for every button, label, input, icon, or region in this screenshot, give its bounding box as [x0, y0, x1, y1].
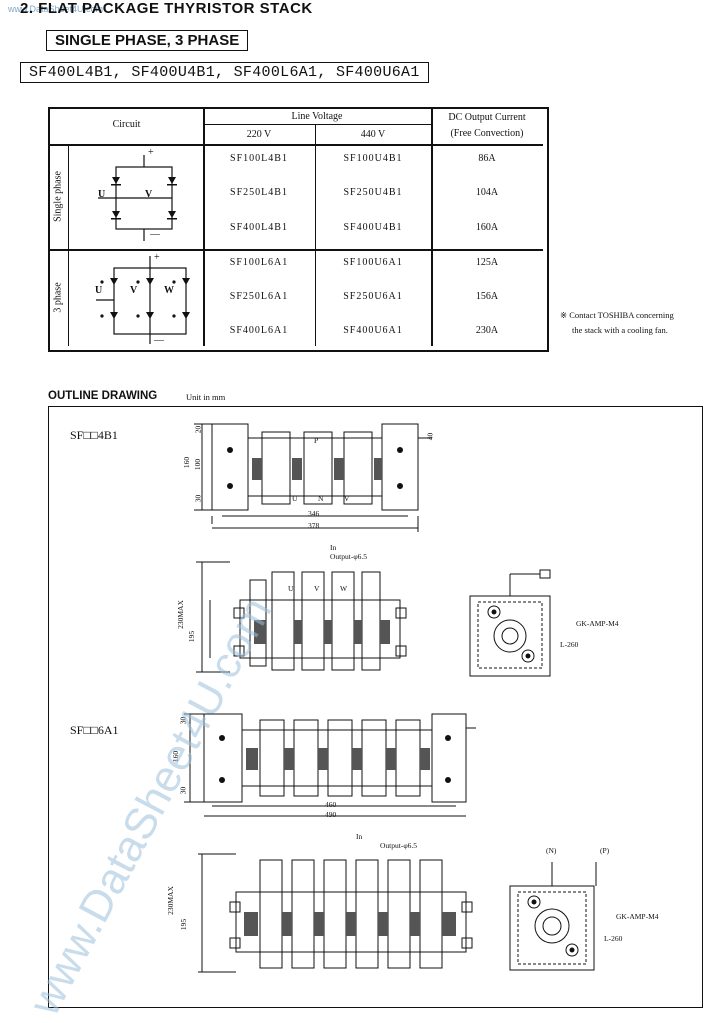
table-row-6-440v: SF400U6A1 [343, 325, 403, 336]
dim-378: 378 [308, 521, 320, 530]
three-phase-circuit-diagram [96, 256, 190, 344]
dim-100: 100 [193, 458, 203, 471]
table-row-3-220v: SF400L4B1 [230, 222, 288, 233]
terminal2-u: U [288, 584, 294, 593]
circuit-plus-label: + [148, 147, 154, 158]
outline-drawing-frame [48, 406, 703, 1008]
table-row-1-220v: SF100L4B1 [230, 153, 288, 164]
terminal-n-label: (N) [546, 846, 557, 855]
l-260-label-2: L-260 [604, 934, 623, 943]
table-row-4-440v: SF100U6A1 [343, 257, 403, 268]
dc-output-header: DC Output Current [448, 112, 526, 123]
table-row-4-current: 125A [475, 257, 499, 268]
table-row-4-220v: SF100L6A1 [229, 257, 289, 268]
in-label-1: In [330, 543, 337, 552]
gk-amp-label-2: GK-AMP-M4 [616, 912, 659, 921]
circuit3-v-label: V [130, 285, 138, 296]
model-4b1-label: SF□□4B1 [70, 428, 118, 442]
dim-490: 490 [325, 810, 337, 819]
table-row-2-440v: SF250U4B1 [343, 187, 403, 198]
table-row-3-current: 160A [475, 222, 499, 233]
dim-195-b: 195 [179, 918, 189, 931]
table-row-5-current: 156A [475, 291, 499, 302]
dim-195: 195 [187, 630, 197, 643]
dim-230max-b: 230MAX [165, 886, 175, 915]
outline-unit: Unit in mm [186, 392, 226, 402]
table-row-2-220v: SF250L4B1 [230, 187, 288, 198]
dim-230max: 230MAX [175, 600, 185, 629]
voltage-220-header: 220 V [246, 129, 272, 140]
model-6a1-label: SF□□6A1 [70, 723, 119, 737]
three-phase-label: 3 phase [52, 282, 64, 313]
terminal-p: P [314, 436, 319, 445]
table-row-3-440v: SF400U4B1 [343, 222, 403, 233]
table-row-6-220v: SF400L6A1 [229, 325, 289, 336]
note-line-2: the stack with a cooling fan. [572, 325, 668, 335]
output-label-2: Output-φ6.5 [380, 841, 418, 850]
in-label-2: In [356, 832, 363, 841]
side-view-4b1 [469, 569, 551, 677]
terminal-n: N [318, 494, 324, 503]
drawing-4b1-front-view [194, 423, 432, 532]
single-phase-label: Single phase [52, 171, 64, 222]
outline-drawing-title: OUTLINE DRAWING [48, 390, 158, 402]
terminal2-w: W [340, 584, 348, 593]
circuit3-w-label: W [164, 285, 174, 296]
terminal-u: U [292, 494, 298, 503]
subtitle-box: SINGLE PHASE, 3 PHASE [46, 30, 249, 51]
voltage-440-header: 440 V [360, 129, 386, 140]
model-list-box: SF400L4B1, SF400U4B1, SF400L6A1, SF400U6… [20, 62, 429, 83]
watermark-url: www.DataSheet4U.com [8, 4, 104, 14]
circuit3-u-label: U [95, 285, 103, 296]
free-convection-header: (Free Convection) [450, 128, 524, 139]
note-text: ※ Contact TOSHIBA concerning the stack w… [560, 308, 674, 338]
note-line-1: ※ Contact TOSHIBA concerning [560, 310, 674, 320]
side-view-6a1 [509, 862, 597, 971]
circuit3-plus-label: + [154, 252, 160, 263]
table-row-1-440v: SF100U4B1 [343, 153, 403, 164]
circuit3-minus-label: — [154, 335, 164, 346]
terminal2-v: V [314, 584, 320, 593]
circuit-u-label: U [98, 189, 106, 200]
dim-460: 460 [325, 800, 337, 809]
dim-30: 30 [193, 494, 203, 503]
circuit-minus-label: — [150, 229, 160, 240]
l-260-label-1: L-260 [560, 640, 579, 649]
table-row-2-current: 104A [475, 187, 499, 198]
drawing-6a1-elevation [198, 853, 473, 973]
dim-346: 346 [308, 509, 320, 518]
table-row-5-440v: SF250U6A1 [343, 291, 403, 302]
line-voltage-header: Line Voltage [291, 111, 343, 122]
circuit-v-label: V [145, 189, 153, 200]
table-row-6-current: 230A [475, 325, 499, 336]
terminal-v: V [344, 494, 350, 503]
section-title: 2. FLAT PACKAGE THYRISTOR STACK [20, 0, 313, 17]
terminal-p-label: (P) [600, 846, 610, 855]
gk-amp-label-1: GK-AMP-M4 [576, 619, 619, 628]
drawing-6a1-front-view [184, 713, 476, 817]
spec-table: Circuit Line Voltage 220 V 440 V DC Outp… [48, 107, 549, 352]
drawing-4b1-elevation [196, 561, 407, 673]
table-row-5-220v: SF250L6A1 [229, 291, 289, 302]
dim-40: 40 [425, 432, 435, 441]
single-phase-circuit-diagram [98, 155, 177, 241]
output-label-1: Output-φ6.5 [330, 552, 368, 561]
dim-160: 160 [182, 456, 192, 469]
table-row-1-current: 86A [478, 153, 496, 164]
dim-20: 20 [193, 425, 203, 434]
circuit-header: Circuit [112, 119, 141, 130]
